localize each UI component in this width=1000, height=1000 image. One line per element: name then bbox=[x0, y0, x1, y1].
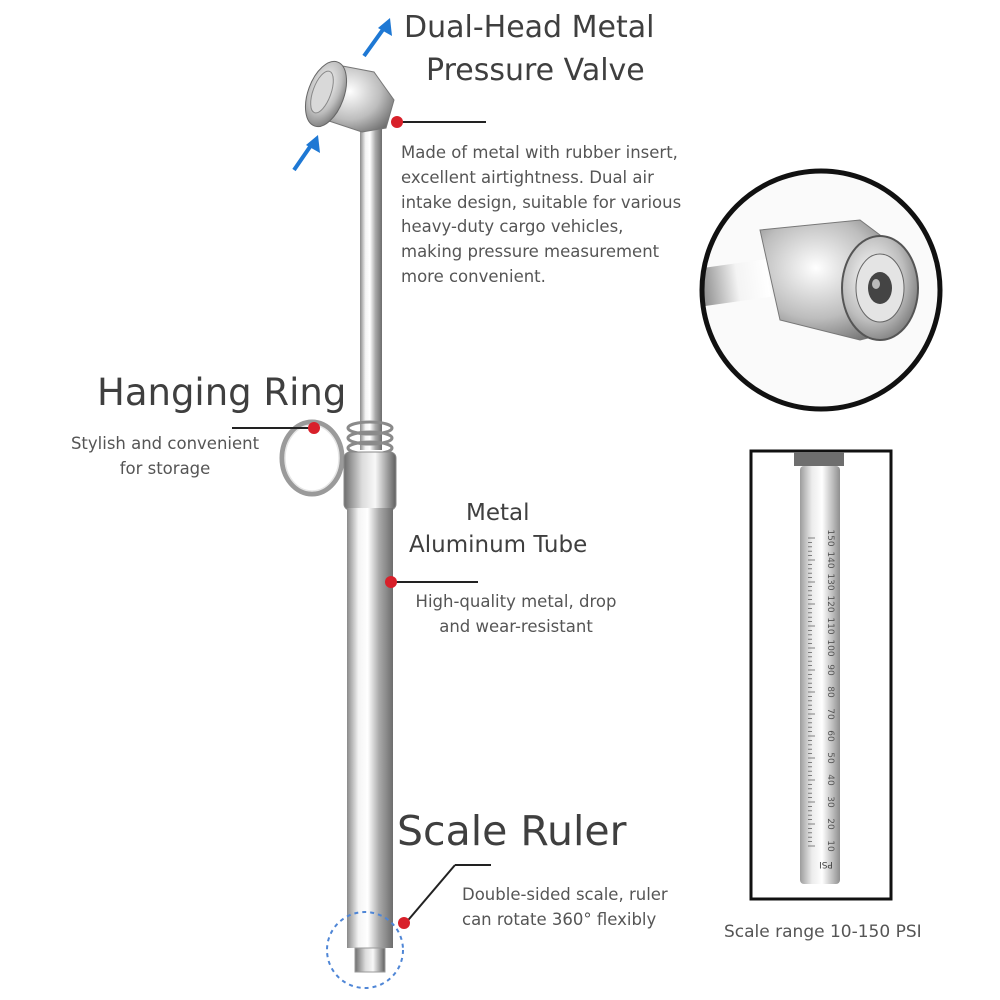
red-dot-icon bbox=[398, 917, 410, 929]
tube-desc-line: and wear-resistant bbox=[439, 616, 593, 636]
scale-tick-label: 130 bbox=[825, 573, 835, 590]
tube-title-line2: Aluminum Tube bbox=[409, 532, 588, 558]
scale-tick-label: 140 bbox=[825, 551, 835, 568]
scale-tick-label: 80 bbox=[825, 686, 835, 698]
valve-title-line2: Pressure Valve bbox=[426, 53, 645, 88]
valve-title-line1: Dual-Head Metal bbox=[404, 10, 655, 45]
tube-title-line1: Metal bbox=[466, 500, 530, 526]
tube-description: High-quality metal, drop and wear-resist… bbox=[400, 590, 632, 640]
valve-desc-line: making pressure measurement bbox=[401, 242, 660, 261]
dual-head-valve bbox=[304, 60, 395, 133]
tube-collar bbox=[343, 451, 397, 511]
end-cap bbox=[354, 947, 386, 973]
valve-zoom-inset bbox=[699, 168, 943, 412]
scale-tick-label: 20 bbox=[825, 818, 835, 830]
valve-desc-line: excellent airtightness. Dual air bbox=[401, 167, 654, 187]
ring-leader-line bbox=[232, 427, 316, 429]
scale-tick-label: 70 bbox=[825, 708, 835, 720]
scale-tick-label: 30 bbox=[825, 796, 835, 808]
ruler-description: Double-sided scale, ruler can rotate 360… bbox=[462, 883, 722, 933]
ruler-highlight-circle bbox=[326, 911, 404, 989]
scale-tick-label: 90 bbox=[825, 664, 835, 676]
scale-tick-label: 150 bbox=[825, 529, 835, 546]
scale-tick-label: 60 bbox=[825, 730, 835, 742]
upper-tube bbox=[360, 120, 382, 450]
ring-title: Hanging Ring bbox=[97, 371, 347, 414]
tube-desc-line: High-quality metal, drop bbox=[415, 592, 617, 611]
valve-desc-line: Made of metal with rubber insert, bbox=[401, 143, 678, 162]
ruler-desc-line: can rotate 360° flexibly bbox=[462, 909, 657, 929]
scale-tick-label: 120 bbox=[825, 595, 835, 612]
arrow-icon bbox=[292, 18, 392, 172]
valve-desc-line: heavy-duty cargo vehicles, bbox=[401, 217, 624, 237]
scale-tick-label: 100 bbox=[825, 639, 835, 656]
ruler-title: Scale Ruler bbox=[397, 807, 627, 855]
ring-description: Stylish and convenient for storage bbox=[60, 432, 270, 482]
ruler-leader-line bbox=[455, 864, 491, 866]
tube-leader-line bbox=[392, 581, 478, 583]
ring-desc-line: Stylish and convenient bbox=[70, 434, 260, 453]
scale-unit-label: PSI bbox=[819, 859, 833, 869]
valve-description: Made of metal with rubber insert, excell… bbox=[401, 141, 721, 290]
main-aluminum-tube bbox=[347, 508, 393, 948]
red-dot-icon bbox=[308, 422, 320, 434]
scale-caption: Scale range 10-150 PSI bbox=[724, 922, 922, 942]
scale-tick-label: 50 bbox=[825, 752, 835, 764]
valve-desc-line: intake design, suitable for various bbox=[401, 192, 682, 212]
valve-desc-line: more convenient. bbox=[401, 266, 546, 286]
ruler-desc-line: Double-sided scale, ruler bbox=[462, 885, 668, 904]
scale-tick-label: 110 bbox=[825, 617, 835, 634]
red-dot-icon bbox=[391, 116, 403, 128]
valve-leader-line bbox=[396, 121, 486, 123]
ring-desc-line: for storage bbox=[119, 458, 211, 478]
scale-tick-label: 40 bbox=[825, 774, 835, 786]
red-dot-icon bbox=[385, 576, 397, 588]
scale-tick-label: 10 bbox=[825, 840, 835, 852]
